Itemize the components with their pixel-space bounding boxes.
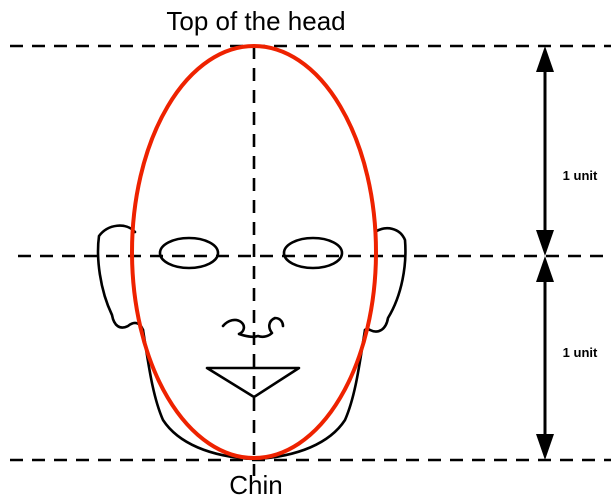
top-of-head-label: Top of the head xyxy=(166,6,345,36)
lower-arrowhead-top xyxy=(536,256,554,282)
left-eye xyxy=(160,238,218,268)
lower-arrowhead-bottom xyxy=(536,434,554,460)
jaw-outline xyxy=(143,330,365,459)
upper-arrowhead-top xyxy=(536,46,554,72)
upper-unit-label: 1 unit xyxy=(563,168,598,183)
chin-label: Chin xyxy=(229,470,282,500)
lower-unit-label: 1 unit xyxy=(563,345,598,360)
right-eye xyxy=(284,238,342,268)
upper-arrowhead-bottom xyxy=(536,230,554,256)
